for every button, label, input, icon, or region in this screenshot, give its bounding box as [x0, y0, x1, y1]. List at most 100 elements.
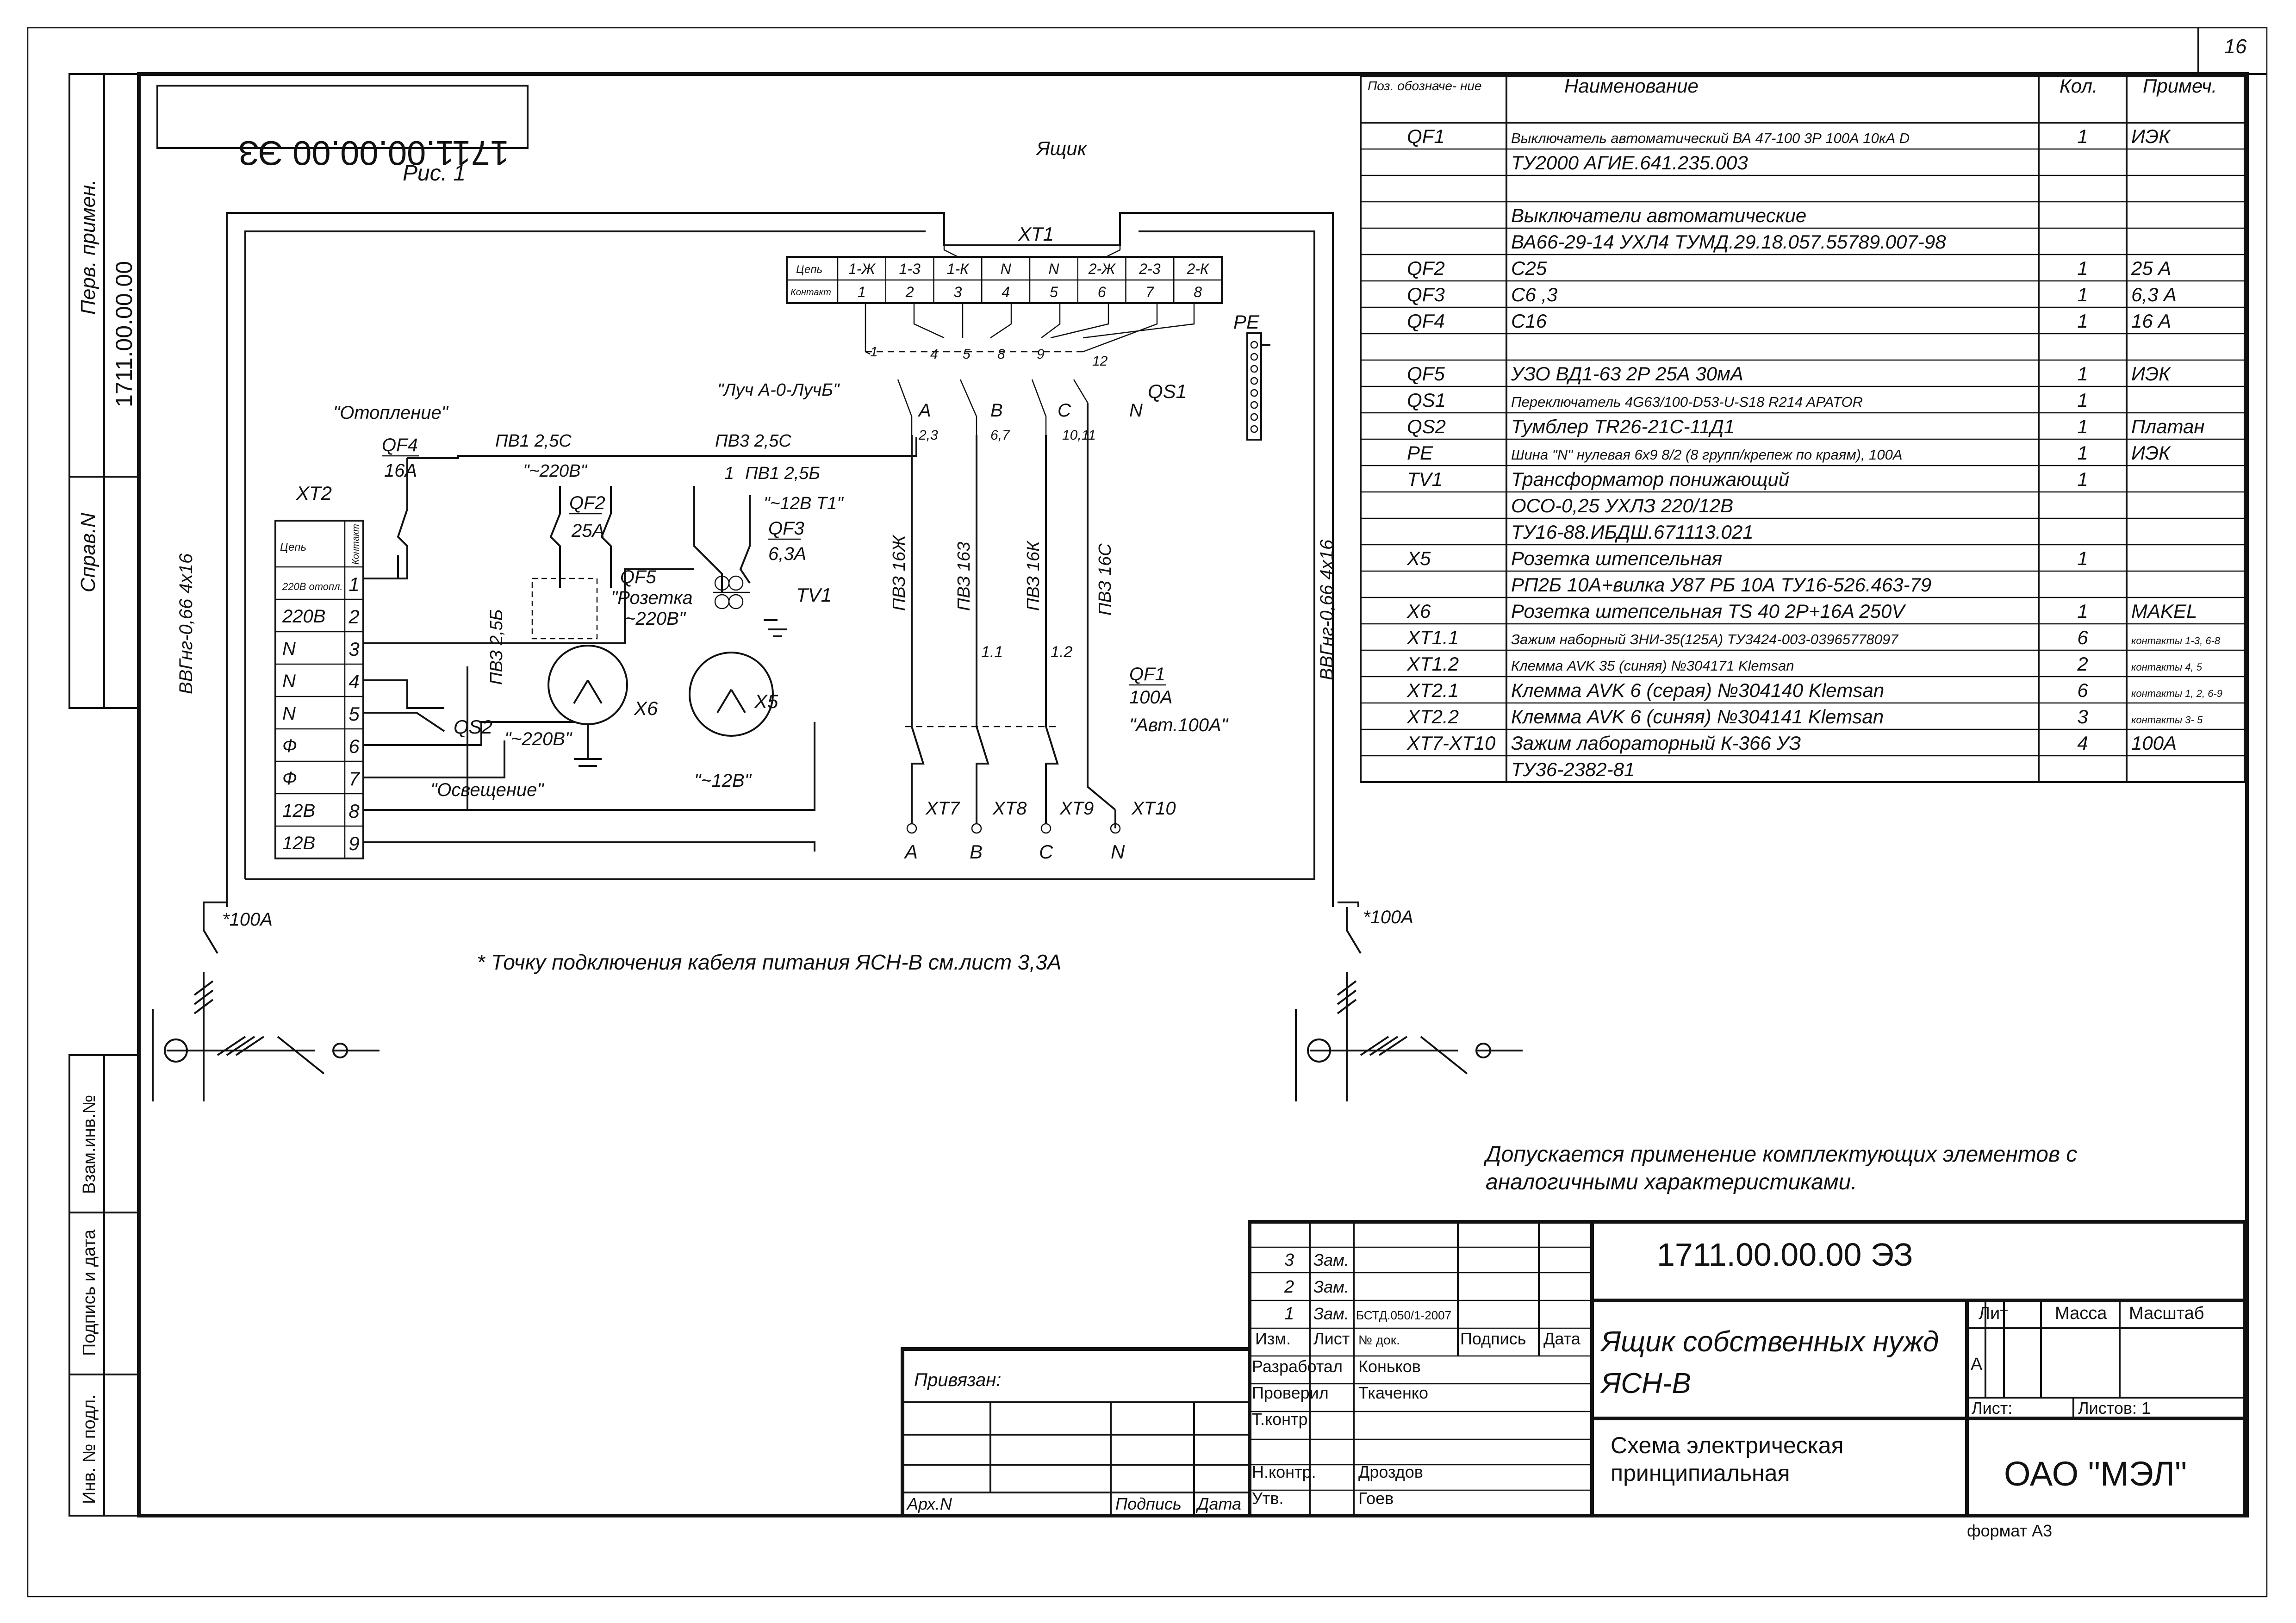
xt1-contact: 4 — [1002, 284, 1010, 300]
xt1-circuit: 1-3 — [899, 261, 921, 277]
qf3-label: QF3 — [768, 518, 804, 539]
cable-right-label: ВВГнг-0,66 4х16 — [1317, 539, 1337, 680]
bom-name: Розетка штепсельная — [1511, 547, 1722, 569]
xt2-circuit: 220В — [282, 606, 325, 627]
bom-name: С16 — [1511, 310, 1547, 332]
enclosure — [226, 212, 1334, 907]
bom-pos: XT2.1 — [1406, 679, 1459, 701]
title-block: Лит Масса Масштаб А Лист: Листов: 1 1711… — [901, 1220, 2246, 1540]
page-number: 16 — [2224, 35, 2247, 58]
cable-label-c: ПВЗ 16К — [1024, 540, 1043, 611]
pe-bus: PE — [1233, 311, 1270, 441]
xt1-circuit: 2-Ж — [1088, 261, 1116, 277]
xt2-circuit: Ф — [282, 768, 297, 789]
xt2-circuit: 12В — [282, 801, 315, 821]
qs1-pin-9: 9 — [1037, 347, 1045, 362]
bom-head-qty: Кол. — [2060, 75, 2098, 97]
fuse-left-label: *100А — [222, 909, 273, 930]
side-perv-primen-value: 1711.00.00.00 — [111, 261, 137, 407]
x5-label: X5 — [754, 690, 778, 712]
role-name: Коньков — [1358, 1357, 1421, 1376]
bom-qty: 6 — [2077, 627, 2088, 648]
side-sprav: Справ.N — [77, 513, 100, 592]
role-title: Разработал — [1252, 1357, 1343, 1376]
rev-type: Зам. — [1313, 1304, 1349, 1323]
xt2-contact: 1 — [348, 573, 359, 595]
bom-note: MAKEL — [2131, 600, 2197, 622]
bom-note: 100А — [2131, 732, 2177, 754]
bom-qty: 1 — [2077, 310, 2088, 332]
phase-c-pins: 10,11 — [1062, 428, 1096, 443]
tb-col-ndoc: № док. — [1358, 1333, 1400, 1347]
tb-col-podpis: Подпись — [1460, 1329, 1526, 1348]
bom-note: Платан — [2131, 416, 2204, 437]
connection-note: * Точку подключения кабеля питания ЯСН-В… — [477, 950, 1061, 974]
stamp-mirror-text: 1711.00.00.00 ЭЗ — [238, 134, 509, 172]
phase-a-label: A — [918, 400, 931, 421]
qs1-pin-8: 8 — [997, 347, 1005, 362]
xt1-circuit: N — [1001, 261, 1012, 277]
bom-pos: QF3 — [1407, 284, 1445, 305]
phase-c-label: C — [1058, 400, 1071, 421]
allowed-note-line1: Допускается применение комплектующих эле… — [1483, 1142, 2077, 1167]
bom-pos: QS1 — [1407, 389, 1446, 411]
term-b: B — [970, 841, 983, 863]
socket-220-branch: QF2 25А QF5 "Розетка ~220В" X6 "~220В" — [504, 486, 693, 767]
bom-name: Переключатель 4G63/100-D53-U-S18 R214 AP… — [1511, 394, 1863, 410]
title-product-2: ЯСН-В — [1600, 1368, 1691, 1399]
title-masshtab: Масштаб — [2129, 1304, 2204, 1323]
xt1-row1-head: Цепь — [796, 263, 822, 276]
title-list: Лист: — [1972, 1399, 2012, 1418]
qf4-label: QF4 — [382, 435, 418, 455]
box-label: Ящик — [1036, 137, 1088, 159]
bom-qty: 4 — [2077, 732, 2088, 754]
xt2-contact: 6 — [348, 735, 360, 757]
v12b-label: "~12В" — [694, 771, 752, 791]
xt1-row2-head: Контакт — [790, 287, 831, 298]
bom-head-note: Примеч. — [2143, 75, 2217, 97]
xt10-label: XT10 — [1131, 798, 1176, 819]
tb-arh: Арх.N — [906, 1494, 952, 1513]
qf2-rating: 25А — [571, 521, 604, 541]
xt1-contact: 8 — [1194, 284, 1202, 300]
bom-head-name: Наименование — [1564, 75, 1699, 97]
role-name: Дроздов — [1358, 1462, 1423, 1481]
pv3-25b-label: ПВЗ 2,5Б — [487, 609, 506, 685]
xt2-circuit: N — [282, 703, 296, 724]
avt100-label: "Авт.100А" — [1129, 715, 1229, 735]
bom-note: контакты 1, 2, 6-9 — [2131, 688, 2222, 699]
bom-qty: 1 — [2077, 363, 2088, 385]
title-doc-1: Схема электрическая — [1611, 1432, 1844, 1458]
term-a: A — [903, 841, 918, 863]
bom-name: Зажим лабораторный К-366 УЗ — [1511, 732, 1801, 754]
xt9-label: XT9 — [1059, 798, 1094, 819]
rev-number: 1 — [1284, 1304, 1294, 1324]
xt2-contact: 7 — [348, 768, 360, 790]
v220-label: "~220В" — [523, 461, 587, 481]
title-doc-2: принципиальная — [1611, 1460, 1790, 1486]
bom-qty: 1 — [2077, 284, 2088, 305]
rozetka-label: "Розетка — [611, 588, 693, 608]
bom-pos: QF1 — [1407, 125, 1445, 147]
xt2-contact: 4 — [348, 671, 359, 692]
xt1-circuit: 1-К — [947, 261, 970, 277]
allowed-note-line2: аналогичными характеристиками. — [1486, 1170, 1857, 1194]
qs1-pin-1: 1 — [870, 344, 878, 360]
bom-note: ИЭК — [2131, 363, 2171, 385]
bom-pos: QF2 — [1407, 257, 1445, 279]
right-feed: ВВГнг-0,66 4х16 ВВГнг-0,66 4х16 *100А *1… — [152, 539, 1523, 1101]
bom-pos: QS2 — [1407, 416, 1446, 437]
side-podpis-data: Подпись и дата — [80, 1229, 99, 1356]
bom-note: 16 А — [2131, 310, 2171, 332]
rev-doc: БСТД.050/1-2007 — [1356, 1308, 1451, 1322]
bom-qty: 3 — [2077, 706, 2088, 728]
title-product-1: Ящик собственных нужд — [1600, 1326, 1939, 1358]
rozetka-label-2: ~220В" — [625, 609, 686, 629]
xt7-label: XT7 — [925, 798, 960, 819]
phase-b-pins: 6,7 — [990, 428, 1010, 443]
bom-pos: PE — [1407, 442, 1433, 464]
bom-name: УЗО ВД1-63 2Р 25А 30мА — [1511, 363, 1743, 385]
qs1-pin-5: 5 — [963, 347, 971, 362]
cable-label-a: ПВЗ 16Ж — [890, 535, 909, 611]
pv3-label: ПВ3 2,5С — [715, 431, 791, 451]
